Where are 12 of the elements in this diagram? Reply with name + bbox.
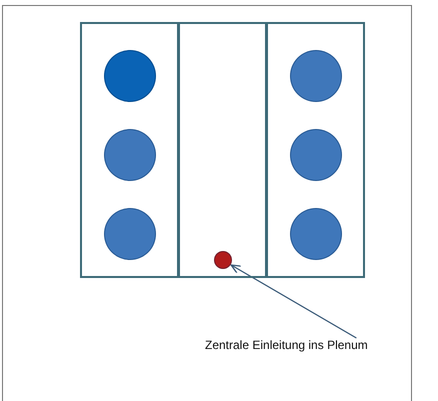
cylinder-circle: [290, 129, 342, 181]
leader-arrow: [230, 264, 357, 339]
plenum-panel: [178, 22, 267, 278]
inlet-dot: [214, 251, 232, 269]
cylinder-circle: [290, 208, 342, 260]
bank-panel: [80, 22, 179, 278]
cylinder-circle: [104, 208, 156, 260]
cylinder-circle: [104, 50, 156, 102]
callout-text: Zentrale Einleitung ins Plenum: [205, 338, 368, 352]
bank-panel: [266, 22, 365, 278]
cylinder-circle: [104, 129, 156, 181]
cylinder-circle: [290, 50, 342, 102]
